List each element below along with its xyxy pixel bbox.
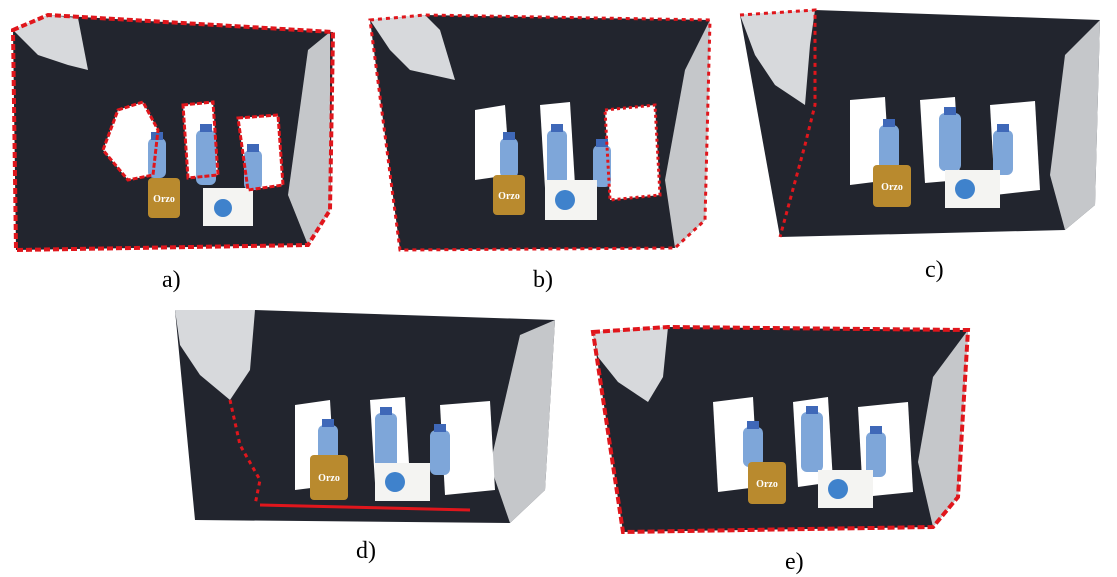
panel-label-e: e) [785, 549, 804, 575]
panel-label-b: b) [533, 267, 553, 293]
point-cloud-render-a: Orzo [10, 12, 336, 253]
can-label-e: Orzo [756, 479, 778, 490]
point-cloud-render-d: Orzo [175, 310, 555, 523]
point-cloud-render-b: Orzo [368, 13, 712, 252]
panel-b: Orzo [365, 10, 725, 255]
point-cloud-render-c: Orzo [739, 8, 1100, 238]
panel-a: Orzo [8, 10, 338, 255]
panel-d: Orzo [170, 305, 560, 530]
can-label-d: Orzo [318, 473, 340, 484]
can-label-c: Orzo [881, 182, 903, 193]
can-label-a: Orzo [153, 194, 175, 205]
panel-c: Orzo [735, 5, 1110, 245]
panel-e: Orzo [588, 322, 978, 537]
point-cloud-render-e: Orzo [590, 324, 971, 535]
panel-label-d: d) [356, 538, 376, 564]
can-label-b: Orzo [498, 191, 520, 202]
panel-label-a: a) [162, 267, 181, 293]
panel-label-c: c) [925, 257, 944, 283]
